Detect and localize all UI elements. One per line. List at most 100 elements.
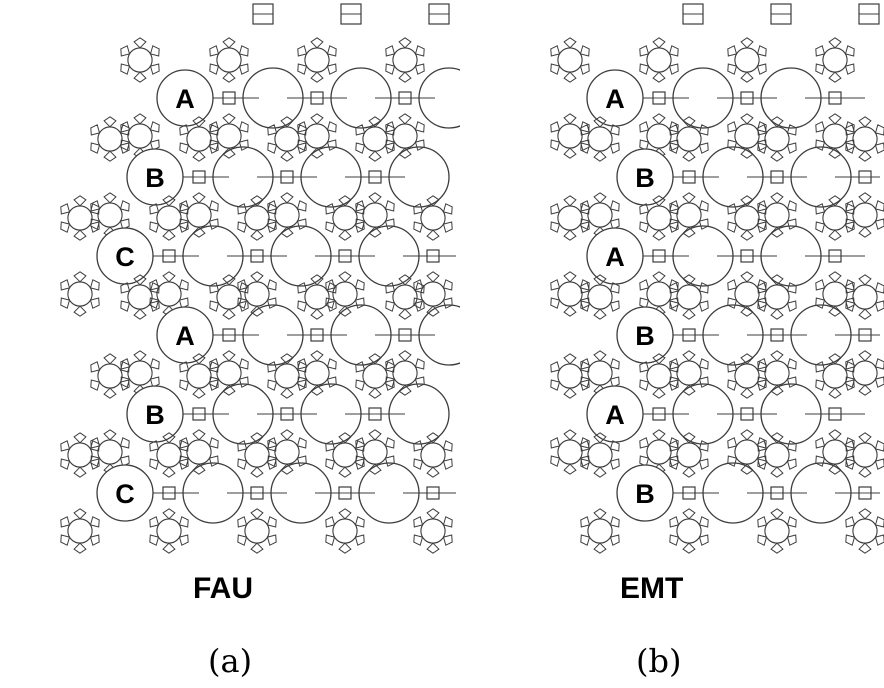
- supercage: [418, 304, 460, 366]
- sodalite-cage: [237, 432, 277, 478]
- sodalite-cage: [757, 350, 797, 396]
- fau-framework-drawing: A B C A B C: [60, 3, 460, 554]
- sodalite-cage: [580, 116, 620, 162]
- sodalite-cage: [267, 116, 307, 162]
- layer-label: A: [605, 84, 625, 114]
- sodalite-cage: [149, 508, 189, 554]
- supercage: [388, 146, 450, 208]
- sodalite-cage: [413, 432, 453, 478]
- sodalite-cage: [550, 271, 590, 317]
- sodalite-cage: [413, 271, 453, 317]
- framework-layer: [120, 3, 460, 159]
- layer-label: C: [115, 242, 135, 272]
- sodalite-cage: [727, 353, 767, 399]
- sodalite-cage: [385, 113, 425, 159]
- sodalite-cage: [757, 508, 797, 554]
- sodalite-cage: [727, 37, 767, 83]
- sodalite-cage: [669, 274, 709, 320]
- sodalite-cage: [845, 508, 884, 554]
- framework-layer: [90, 116, 450, 238]
- layer-label: A: [605, 242, 625, 272]
- sodalite-cage: [845, 432, 884, 478]
- sodalite-cage: [815, 113, 855, 159]
- sodalite-cage: [120, 274, 160, 320]
- sodalite-cage: [90, 353, 130, 399]
- sodalite-cage: [60, 271, 100, 317]
- sodalite-cage: [209, 37, 249, 83]
- framework-layer: [550, 353, 865, 475]
- sodalite-cage: [757, 432, 797, 478]
- sodalite-cage: [60, 432, 100, 478]
- framework-layer: [550, 195, 865, 317]
- emt-framework-drawing: A B A B A B: [550, 3, 884, 554]
- sodalite-cage: [179, 116, 219, 162]
- sodalite-cage: [815, 37, 855, 83]
- sodalite-cage: [639, 195, 679, 241]
- panel-b-tag: (b): [636, 642, 682, 680]
- sodalite-cage: [237, 508, 277, 554]
- sodalite-cage: [385, 350, 425, 396]
- supercage: [418, 67, 460, 129]
- sodalite-cage: [60, 195, 100, 241]
- sodalite-cage: [325, 508, 365, 554]
- layer-label: B: [635, 163, 655, 193]
- sodalite-cage: [550, 37, 590, 83]
- framework-layer: [550, 3, 880, 159]
- sodalite-cage: [580, 432, 620, 478]
- sodalite-cage: [237, 195, 277, 241]
- sodalite-cage: [413, 508, 453, 554]
- sodalite-cage: [149, 195, 189, 241]
- sodalite-cage: [580, 508, 620, 554]
- sodalite-cage: [757, 274, 797, 320]
- sodalite-cage: [297, 274, 337, 320]
- framework-layer: [580, 432, 884, 554]
- sodalite-cage: [179, 353, 219, 399]
- sodalite-cage: [845, 116, 884, 162]
- framework-layer: [90, 353, 450, 475]
- layer-label: A: [175, 321, 195, 351]
- sodalite-cage: [550, 353, 590, 399]
- sodalite-cage: [550, 113, 590, 159]
- sodalite-cage: [757, 116, 797, 162]
- layer-label: C: [115, 479, 135, 509]
- sodalite-cage: [355, 429, 395, 475]
- layer-label: A: [605, 400, 625, 430]
- framework-layer: [580, 274, 884, 396]
- framework-layer: [580, 116, 884, 238]
- sodalite-cage: [385, 37, 425, 83]
- framework-layer: [60, 432, 456, 554]
- sodalite-cage: [120, 37, 160, 83]
- layer-label: A: [175, 84, 195, 114]
- sodalite-cage: [90, 116, 130, 162]
- sodalite-cage: [639, 37, 679, 83]
- sodalite-cage: [639, 353, 679, 399]
- sodalite-cage: [669, 192, 709, 238]
- layer-label: B: [635, 479, 655, 509]
- panel-fau: A B C A B C FAU (a): [60, 3, 460, 680]
- sodalite-cage: [550, 195, 590, 241]
- sodalite-cage: [727, 195, 767, 241]
- sodalite-cage: [580, 274, 620, 320]
- sodalite-cage: [669, 432, 709, 478]
- layer-label: B: [145, 400, 165, 430]
- sodalite-cage: [60, 508, 100, 554]
- sodalite-cage: [149, 432, 189, 478]
- panel-emt: A B A B A B EMT (b): [520, 0, 884, 688]
- layer-label: B: [145, 163, 165, 193]
- sodalite-cage: [355, 353, 395, 399]
- framework-layer: [60, 195, 456, 317]
- sodalite-cage: [297, 37, 337, 83]
- sodalite-cage: [267, 353, 307, 399]
- fau-label: FAU: [193, 572, 253, 605]
- sodalite-cage: [355, 116, 395, 162]
- sodalite-cage: [237, 271, 277, 317]
- sodalite-cage: [413, 195, 453, 241]
- framework-layer: [120, 274, 460, 396]
- sodalite-cage: [209, 274, 249, 320]
- sodalite-cage: [325, 271, 365, 317]
- layer-label: B: [635, 321, 655, 351]
- sodalite-cage: [385, 274, 425, 320]
- panel-a-tag: (a): [208, 642, 253, 680]
- emt-label: EMT: [620, 572, 684, 605]
